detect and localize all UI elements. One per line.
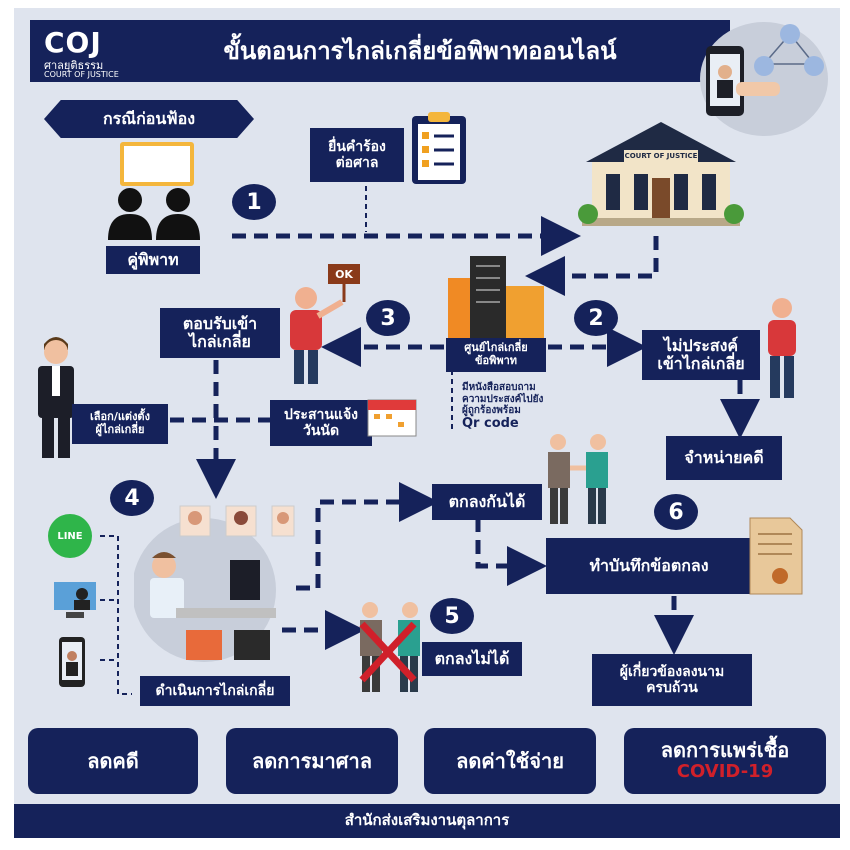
no-agreement-icon <box>354 600 426 696</box>
channels-connector <box>100 535 132 695</box>
file-petition-label: ยื่นคำร้อง ต่อศาล <box>310 128 404 182</box>
qr-code-label: Qr code <box>462 415 519 431</box>
footer-agency: สำนักส่งเสริมงานตุลาการ <box>14 804 840 838</box>
dismiss-case-label: จำหน่ายคดี <box>666 436 782 480</box>
accept-label: ตอบรับเข้า ไกล่เกลี่ย <box>160 308 280 358</box>
parties-icon <box>104 186 204 240</box>
notify-date-label: ประสานแจ้ง วันนัด <box>270 400 372 446</box>
choose-mediator-label: เลือก/แต่งตั้ง ผู้ไกล่เกลี่ย <box>72 404 168 444</box>
decline-label: ไม่ประสงค์ เข้าไกล่เกลี่ย <box>642 330 760 380</box>
arrow-to-agreed <box>296 482 439 591</box>
coj-logo: COJ <box>44 26 102 59</box>
mediation-center-label: ศูนย์ไกล่เกลี่ย ข้อพิพาท <box>446 338 546 372</box>
calendar-icon <box>366 394 418 438</box>
mediator-person-icon <box>32 330 80 462</box>
court-sign: COURT OF JUSTICE <box>624 150 698 162</box>
benefit-reduce-spread: ลดการแพร่เชื้อ COVID-19 <box>624 728 826 794</box>
line-app-icon: LINE <box>48 514 92 558</box>
clipboard-icon <box>410 110 468 186</box>
agreed-label: ตกลงกันได้ <box>432 484 542 520</box>
line-app-label: LINE <box>57 530 83 542</box>
step-3-badge: 3 <box>366 300 410 336</box>
benefit-reduce-expenses: ลดค่าใช้จ่าย <box>424 728 596 794</box>
sign-complete-label: ผู้เกี่ยวข้องลงนาม ครบถ้วน <box>592 654 752 706</box>
case-banner: กรณีก่อนฟ้อง <box>44 100 254 138</box>
handshake-icon <box>542 432 614 526</box>
office-building-icon <box>448 256 544 338</box>
arrow-court-to-center <box>525 236 659 296</box>
record-agreement-label: ทำบันทึกข้อตกลง <box>546 538 752 594</box>
document-icon <box>748 516 804 596</box>
speech-bubble-icon <box>120 142 194 186</box>
ok-sign: OK <box>335 267 353 281</box>
parties-label: คู่พิพาท <box>106 246 200 274</box>
center-note: มีหนังสือสอบถาม ความประสงค์ไปยัง ผู้ถูกร… <box>462 382 582 431</box>
step-2-badge: 2 <box>574 300 618 336</box>
page-title: ขั้นตอนการไกล่เกลี่ยข้อพิพาทออนไลน์ <box>223 37 617 66</box>
not-agreed-label: ตกลงไม่ได้ <box>422 642 522 676</box>
step-6-badge: 6 <box>654 494 698 530</box>
accepting-person-icon <box>282 262 362 386</box>
conduct-mediation-label: ดำเนินการไกล่เกลี่ย <box>140 676 290 706</box>
benefit-reduce-spread-label: ลดการแพร่เชื้อ <box>660 738 790 763</box>
logo-subtitle-th: ศาลยุติธรรม <box>44 59 104 72</box>
step-1-badge: 1 <box>232 184 276 220</box>
logo-subtitle-en: COURT OF JUSTICE <box>44 70 119 79</box>
benefit-reduce-cases: ลดคดี <box>28 728 198 794</box>
arrow-agreed-to-record <box>475 518 547 586</box>
step-5-badge: 5 <box>430 598 474 634</box>
video-call-illustration <box>700 22 828 136</box>
title-banner <box>30 20 730 82</box>
benefit-reduce-court-visits: ลดการมาศาล <box>226 728 398 794</box>
covid-label: COVID-19 <box>676 761 774 783</box>
court-building-icon <box>576 118 746 228</box>
mediation-desk-illustration <box>132 504 296 672</box>
step-4-badge: 4 <box>110 480 154 516</box>
mobile-phone-icon <box>58 636 86 688</box>
center-note-text: มีหนังสือสอบถาม ความประสงค์ไปยัง ผู้ถูกร… <box>462 382 544 416</box>
declining-person-icon <box>758 296 802 400</box>
video-call-icon <box>52 580 98 620</box>
